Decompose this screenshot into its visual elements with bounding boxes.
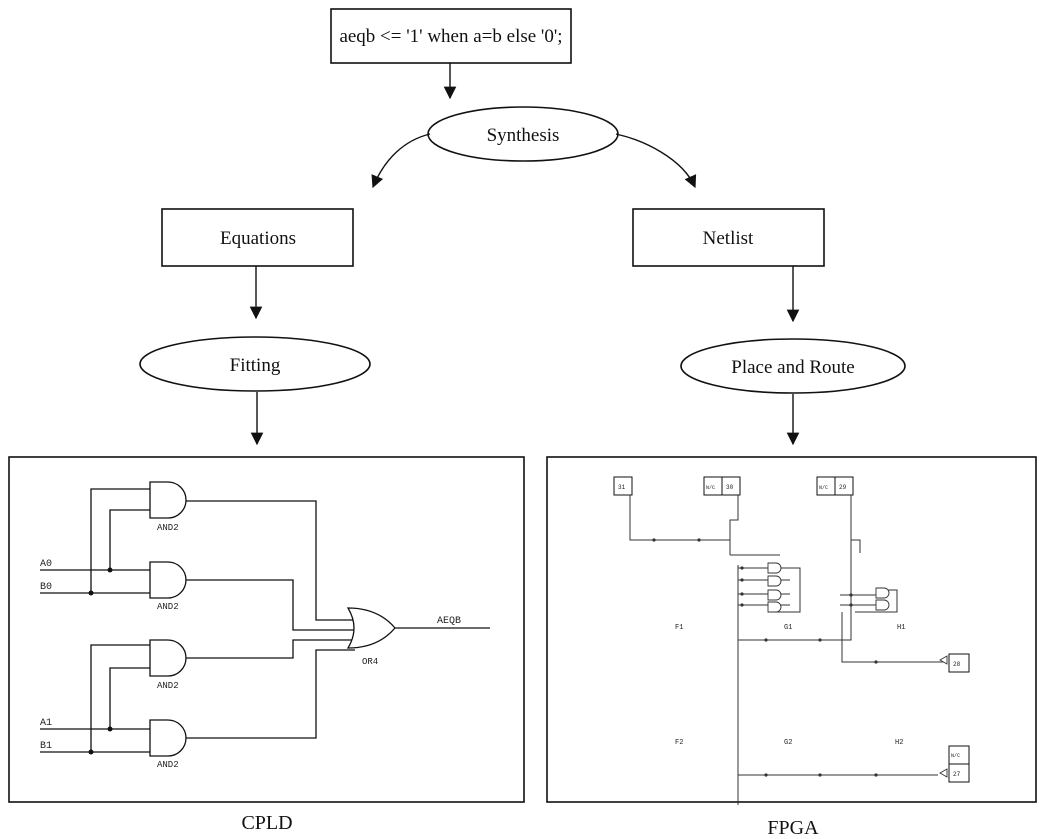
fpga-pin-31: 31 xyxy=(618,484,626,491)
cpld-panel: A0 B0 A1 B1 AND2 AND2 AND2 AND2 OR4 AEQB xyxy=(8,456,525,803)
cpld-input-a1: A1 xyxy=(40,718,52,729)
cpld-and-label-4: AND2 xyxy=(157,760,179,770)
cpld-junctions xyxy=(88,567,113,755)
fpga-cell-h2: H2 xyxy=(895,739,903,747)
cpld-or-label: OR4 xyxy=(362,657,378,667)
cpld-and-label-3: AND2 xyxy=(157,681,179,691)
place-route-node: Place and Route xyxy=(680,338,906,394)
fpga-pin-27: 27 xyxy=(953,771,961,778)
fpga-routing-wires xyxy=(629,495,946,805)
cpld-and-gates xyxy=(149,481,187,757)
fpga-panel: 31 N/C 30 N/C 29 28 N/C 27 xyxy=(546,456,1037,805)
fpga-caption: FPGA xyxy=(767,817,819,839)
fpga-pin-nc-3: N/C xyxy=(951,753,960,759)
cpld-caption: CPLD xyxy=(241,812,292,834)
fpga-pin-30: 30 xyxy=(726,484,734,491)
place-route-label: Place and Route xyxy=(731,357,854,378)
synthesis-node: Synthesis xyxy=(427,106,619,162)
fpga-cell-f1: F1 xyxy=(675,624,683,632)
cpld-and-label-1: AND2 xyxy=(157,523,179,533)
fpga-cell-g2: G2 xyxy=(784,739,792,747)
arrow-synthesis-netlist xyxy=(615,133,697,189)
cpld-input-b0: B0 xyxy=(40,582,52,593)
cpld-input-wires xyxy=(40,488,490,753)
equations-box: Equations xyxy=(161,208,354,267)
cpld-or-gate xyxy=(346,607,396,649)
fpga-pin-28: 28 xyxy=(953,661,961,668)
netlist-label: Netlist xyxy=(703,228,754,249)
code-box: aeqb <= '1' when a=b else '0'; xyxy=(330,8,572,64)
arrow-synthesis-equations xyxy=(371,133,431,189)
fpga-cell-g1: G1 xyxy=(784,624,792,632)
cpld-input-b1: B1 xyxy=(40,741,52,752)
code-text: aeqb <= '1' when a=b else '0'; xyxy=(339,26,562,47)
cpld-input-a0: A0 xyxy=(40,559,52,570)
cpld-and-label-2: AND2 xyxy=(157,602,179,612)
fpga-wire-nodes xyxy=(652,538,878,777)
fpga-pin-29: 29 xyxy=(839,484,847,491)
fpga-cell-f2: F2 xyxy=(675,739,683,747)
cpld-output-label: AEQB xyxy=(437,616,461,627)
netlist-box: Netlist xyxy=(632,208,825,267)
equations-label: Equations xyxy=(220,228,296,249)
fpga-pin-nc-2: N/C xyxy=(819,485,828,491)
fpga-pin-boxes xyxy=(613,476,970,783)
fpga-logic-gates xyxy=(767,562,948,778)
fpga-pin-nc-1: N/C xyxy=(706,485,715,491)
fitting-label: Fitting xyxy=(230,355,281,376)
fitting-node: Fitting xyxy=(139,336,371,392)
synthesis-label: Synthesis xyxy=(487,125,560,146)
fpga-cell-h1: H1 xyxy=(897,624,905,632)
